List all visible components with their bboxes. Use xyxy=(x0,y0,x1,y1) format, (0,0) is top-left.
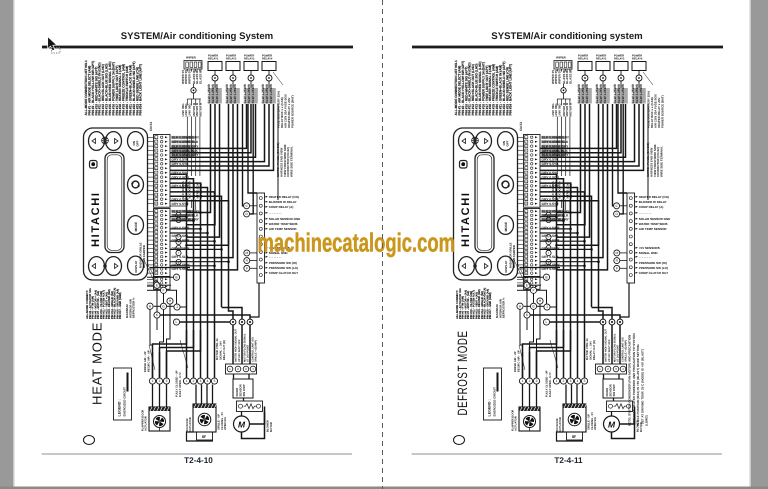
svg-text:- SET AT DRIVING TEMP. 25 C (M: - SET AT DRIVING TEMP. 25 C (MODE) IS +5… xyxy=(640,349,644,426)
svg-text:HEAT MODE: HEAT MODE xyxy=(90,322,105,405)
svg-text:NOTE: SYSTEM CONDENSER (FAN MO: NOTE: SYSTEM CONDENSER (FAN MOTOR) AND P… xyxy=(628,335,632,426)
svg-text:SYSTEM/Air conditioning system: SYSTEM/Air conditioning system xyxy=(491,31,642,42)
svg-text:SYSTEM/Air conditioning System: SYSTEM/Air conditioning System xyxy=(121,31,273,42)
svg-text:(LOW2): (LOW2) xyxy=(645,415,649,426)
svg-text:T2-4-11: T2-4-11 xyxy=(554,456,583,465)
svg-text:machinecatalogic.com: machinecatalogic.com xyxy=(258,227,455,257)
svg-text:T2-4-10: T2-4-10 xyxy=(184,456,213,465)
svg-text:DEFROST MODE: DEFROST MODE xyxy=(455,330,470,415)
svg-text:- WITH CAB HEATER POWERED AND: - WITH CAB HEATER POWERED AND PRECAUTION… xyxy=(632,333,636,426)
svg-text:IN IDLE POSITION (MAX) IS +5V: IN IDLE POSITION (MAX) IS +5V (BLAST) MO… xyxy=(636,344,640,426)
